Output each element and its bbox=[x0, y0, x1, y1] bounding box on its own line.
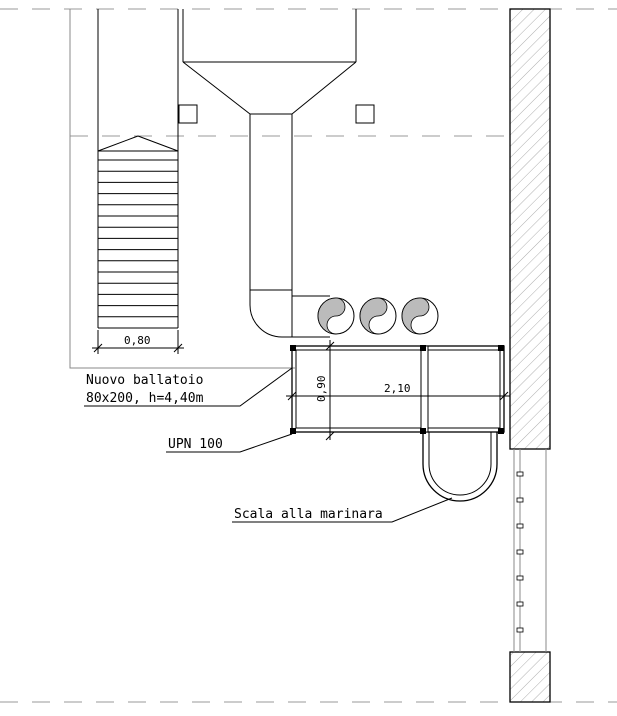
opening-rung bbox=[516, 471, 524, 477]
ladder-label: Scala alla marinara bbox=[234, 507, 383, 522]
fan-1 bbox=[317, 297, 355, 335]
right-wall bbox=[509, 8, 551, 703]
balcony-dimensions: 0,90 2,10 bbox=[286, 340, 510, 441]
beam-label: UPN 100 bbox=[168, 437, 223, 452]
stair-width-label: 0,80 bbox=[124, 334, 151, 347]
hopper bbox=[182, 9, 357, 115]
staircase bbox=[97, 9, 179, 329]
ladder-cage bbox=[422, 432, 498, 502]
opening-rungs bbox=[516, 471, 524, 633]
duct bbox=[249, 114, 330, 338]
balcony-spec: 80x200, h=4,40m bbox=[86, 391, 204, 406]
pillar-left bbox=[178, 104, 198, 124]
opening-rung bbox=[516, 523, 524, 529]
fan-2 bbox=[359, 297, 397, 335]
leader-lines bbox=[84, 367, 453, 523]
stair-treads bbox=[98, 159, 178, 318]
balcony-title: Nuovo ballatoio bbox=[86, 373, 203, 388]
opening-rung bbox=[516, 627, 524, 633]
opening-rung bbox=[516, 575, 524, 581]
pillar-right bbox=[355, 104, 375, 124]
dim-length-label: 2,10 bbox=[384, 382, 411, 395]
fan-3 bbox=[401, 297, 439, 335]
opening-rung bbox=[516, 549, 524, 555]
opening-rung bbox=[516, 601, 524, 607]
left-wall-outline bbox=[69, 9, 295, 369]
dim-depth-label: 0,90 bbox=[315, 376, 328, 403]
opening-rung bbox=[516, 497, 524, 503]
stair-width-dimension: 0,80 bbox=[92, 330, 184, 354]
wall-opening bbox=[513, 449, 547, 652]
